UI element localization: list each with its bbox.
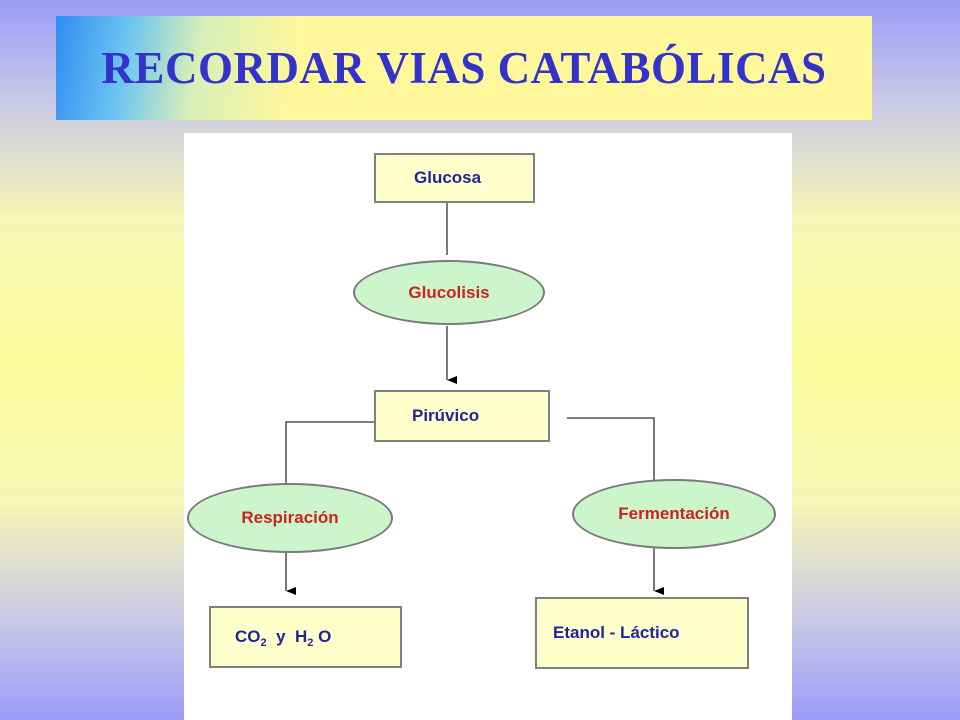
node-piruvico-label: Pirúvico (412, 406, 480, 425)
node-co2-h2o: CO2 y H2 O (209, 606, 402, 668)
node-respiracion: Respiración (187, 483, 393, 553)
node-respiracion-label: Respiración (241, 508, 339, 527)
page-title: RECORDAR VIAS CATABÓLICAS (101, 43, 827, 93)
title-banner: RECORDAR VIAS CATABÓLICAS (56, 16, 872, 120)
node-glucosa-label: Glucosa (414, 168, 482, 187)
node-glucosa: Glucosa (374, 153, 535, 203)
connector-layer (285, 201, 664, 595)
node-glucolisis: Glucolisis (353, 260, 545, 325)
connector-piruvico-fermentacion (567, 417, 655, 481)
node-fermentacion: Fermentación (572, 479, 776, 549)
node-fermentacion-label: Fermentación (618, 504, 730, 523)
node-co2-h2o-label: CO2 y H2 O (235, 627, 332, 649)
diagram-panel: Glucosa Glucolisis Pirúvico Respiración … (184, 133, 792, 720)
node-etanol-lactico-label: Etanol - Láctico (553, 623, 680, 642)
connector-piruvico-respiracion (285, 421, 374, 485)
node-etanol-lactico: Etanol - Láctico (535, 597, 749, 669)
node-piruvico: Pirúvico (374, 390, 550, 442)
node-glucolisis-label: Glucolisis (408, 282, 490, 302)
